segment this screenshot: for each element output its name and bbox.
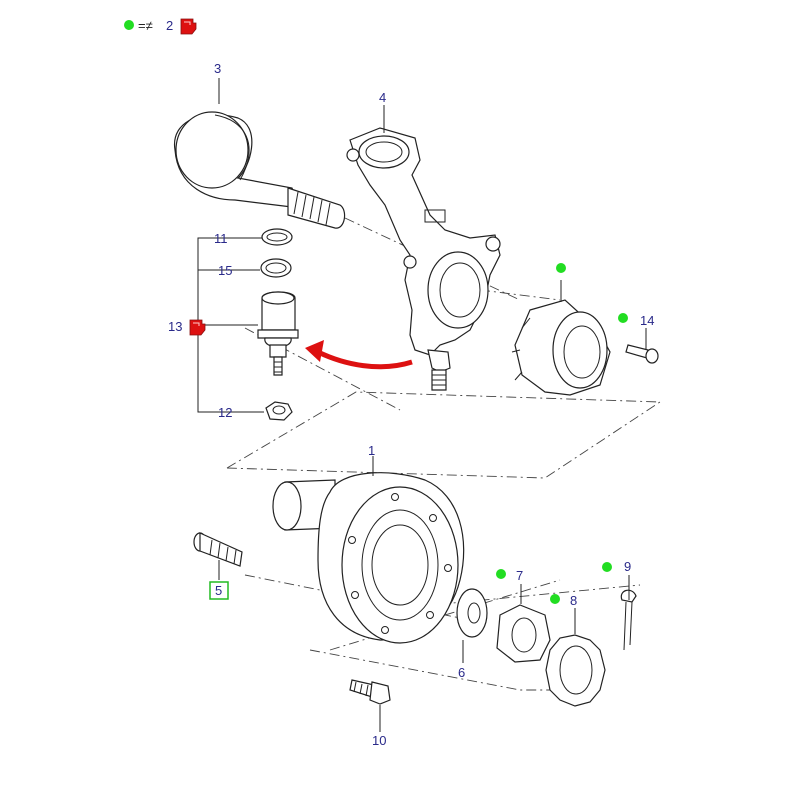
callout-15[interactable]: 15 xyxy=(218,263,232,278)
green-dot-icon xyxy=(124,20,134,30)
green-dot-icon xyxy=(496,569,506,579)
leader-lines xyxy=(218,78,647,732)
green-dot-icon xyxy=(602,562,612,572)
washer xyxy=(456,588,488,638)
callout-9[interactable]: 9 xyxy=(624,559,631,574)
red-tag-icon xyxy=(180,18,197,35)
ball-joint xyxy=(257,291,299,376)
bolt-10 xyxy=(349,679,391,705)
green-dot-icon xyxy=(556,263,566,273)
callout-10[interactable]: 10 xyxy=(372,733,386,748)
red-arrow xyxy=(305,340,413,370)
callout-5[interactable]: 5 xyxy=(215,583,222,598)
steering-knuckle xyxy=(346,127,501,391)
legend-symbol: =≠ xyxy=(138,18,153,33)
callout-6[interactable]: 6 xyxy=(458,665,465,680)
castle-ring xyxy=(545,634,606,707)
callout-13[interactable]: 13 xyxy=(168,319,182,334)
callout-4[interactable]: 4 xyxy=(379,90,386,105)
drive-shaft xyxy=(173,111,346,229)
callout-11[interactable]: 11 xyxy=(214,231,228,246)
callout-3[interactable]: 3 xyxy=(214,61,221,76)
legend: =≠ 2 xyxy=(124,18,197,35)
nut-12 xyxy=(265,401,293,421)
callout-7[interactable]: 7 xyxy=(516,568,523,583)
highlight-box-5 xyxy=(209,581,229,600)
circlip-15 xyxy=(260,258,292,278)
callout-14[interactable]: 14 xyxy=(640,313,654,328)
wheel-bearing xyxy=(511,299,611,396)
wheel-stud xyxy=(193,532,243,567)
green-dots xyxy=(496,263,628,604)
callout-8[interactable]: 8 xyxy=(570,593,577,608)
wheel-hub xyxy=(272,472,465,644)
green-dot-icon xyxy=(550,594,560,604)
bolt-14 xyxy=(625,344,659,364)
callout-1[interactable]: 1 xyxy=(368,443,375,458)
green-dot-icon xyxy=(618,313,628,323)
hub-nut xyxy=(496,604,551,663)
legend-number[interactable]: 2 xyxy=(166,18,173,33)
circlip-11 xyxy=(261,228,293,246)
callout-12[interactable]: 12 xyxy=(218,405,232,420)
red-tag-icon xyxy=(189,319,206,336)
callouts: 3 4 1 5 6 7 8 9 10 11 12 13 14 15 xyxy=(168,61,654,748)
